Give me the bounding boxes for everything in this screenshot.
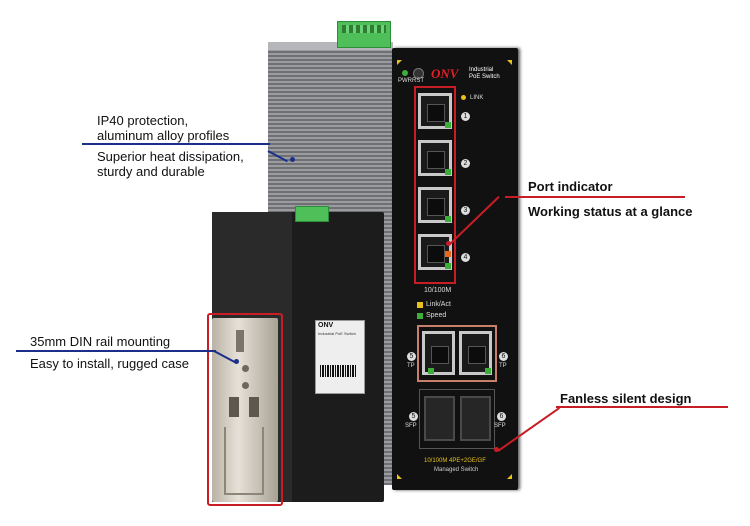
corner-triangle-br xyxy=(507,474,512,479)
port-number-2: 2 xyxy=(461,159,470,168)
barcode-image xyxy=(320,365,356,377)
sfp-ports-frame xyxy=(419,389,495,449)
tp-label-right: TP xyxy=(499,363,507,369)
callout-fanless-underline xyxy=(556,406,728,408)
sfp-number-right: 6 xyxy=(497,412,506,421)
pwr-label: PWR xyxy=(398,78,412,84)
terminal-screw-row xyxy=(342,25,386,33)
rj45-port-2[interactable] xyxy=(418,140,452,176)
callout-heat-line2: sturdy and durable xyxy=(97,164,205,179)
tp-label-left: TP xyxy=(407,363,415,369)
heatsink-top-ridge xyxy=(268,42,393,50)
callout-ip40-dot xyxy=(290,157,295,162)
din-clip-screw-2 xyxy=(242,382,249,389)
port-number-4: 4 xyxy=(461,253,470,262)
tp-number-left: 5 xyxy=(407,352,416,361)
rj45-port-4[interactable] xyxy=(418,234,452,270)
callout-heat-line1: Superior heat dissipation, xyxy=(97,149,244,164)
rst-label: RST xyxy=(412,78,424,84)
port-number-1: 1 xyxy=(461,112,470,121)
model-line-2: Managed Switch xyxy=(434,467,479,473)
sfp-number-left: 5 xyxy=(409,412,418,421)
legend-speed-label: Speed xyxy=(426,312,447,319)
side-label-text: Industrial PoE Switch xyxy=(318,331,356,336)
side-label-sticker xyxy=(315,320,365,394)
callout-din-dot xyxy=(234,359,239,364)
callout-din-underline xyxy=(16,350,216,352)
sfp-label-right: SFP xyxy=(494,423,506,429)
tp-port-6[interactable] xyxy=(459,331,492,375)
corner-triangle-bl xyxy=(397,474,402,479)
brand-sub-1: Industrial xyxy=(469,67,494,73)
legend-speed-swatch xyxy=(417,313,423,319)
din-clip-slot-left xyxy=(229,397,239,417)
callout-fanless-dot xyxy=(494,447,499,452)
callout-port-indicator: Port indicator xyxy=(528,179,613,194)
pwr-led xyxy=(402,70,408,76)
legend-link-swatch xyxy=(417,302,423,308)
tp-ports-frame xyxy=(417,325,497,382)
callout-port-underline xyxy=(505,196,685,198)
port-indicator-frame xyxy=(414,86,456,284)
sfp-label-left: SFP xyxy=(405,423,417,429)
callout-fanless: Fanless silent design xyxy=(560,391,692,406)
sfp-port-5[interactable] xyxy=(424,396,455,441)
sfp-port-6[interactable] xyxy=(460,396,491,441)
corner-triangle-tl xyxy=(397,60,402,65)
rj45-port-1[interactable] xyxy=(418,93,452,129)
tp-number-right: 6 xyxy=(499,352,508,361)
callout-ip40-line1: IP40 protection, xyxy=(97,113,189,128)
port-number-3: 3 xyxy=(461,206,470,215)
din-clip-slot-right xyxy=(249,397,259,417)
link-label: LINK xyxy=(470,95,484,101)
callout-easy-install: Easy to install, rugged case xyxy=(30,356,189,371)
brand-sub-2: PoE Switch xyxy=(469,74,500,80)
corner-triangle-tr xyxy=(507,60,512,65)
port-speed-label: 10/100M xyxy=(424,287,452,294)
callout-port-dot xyxy=(446,241,451,246)
brand-logo: ONV xyxy=(431,66,459,81)
din-rail-frame xyxy=(207,313,283,506)
din-clip-screw-1 xyxy=(242,365,249,372)
link-led xyxy=(461,95,466,100)
din-rail-clip[interactable] xyxy=(212,318,278,502)
legend-link-label: Link/Act xyxy=(426,301,451,308)
callout-din-rail: 35mm DIN rail mounting xyxy=(30,334,171,349)
din-clip-bracket xyxy=(224,427,264,495)
callout-ip40-line2: aluminum alloy profiles xyxy=(97,128,230,143)
model-line-1: 10/100M 4PE+2GE/GF xyxy=(424,458,486,464)
callout-working-status: Working status at a glance xyxy=(528,204,693,219)
reset-button[interactable] xyxy=(413,68,424,79)
tp-port-5[interactable] xyxy=(422,331,455,375)
callout-ip40-underline xyxy=(82,143,270,145)
rear-unit-terminal xyxy=(295,206,329,222)
rj45-port-3[interactable] xyxy=(418,187,452,223)
side-label-brand: ONV xyxy=(318,322,334,329)
din-clip-slot-top xyxy=(236,330,244,352)
